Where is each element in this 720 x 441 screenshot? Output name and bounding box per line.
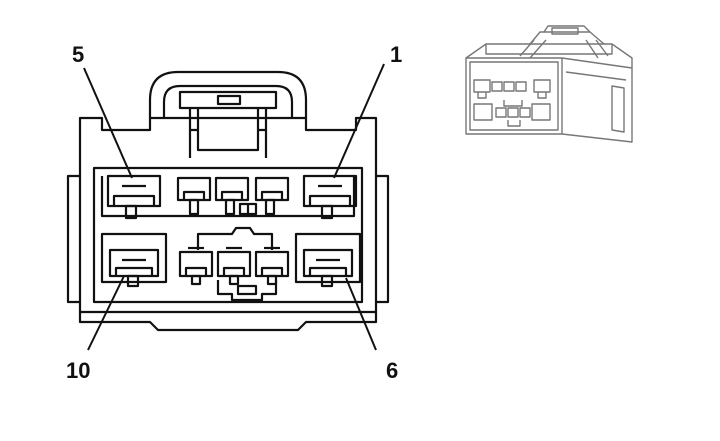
terminal-bottom-small-2 (216, 246, 252, 286)
inner-cavity-step (100, 176, 356, 218)
leader-line-pin-5 (83, 67, 133, 179)
terminal-pin-1 (302, 174, 358, 220)
terminal-pin-5 (106, 174, 162, 220)
connector-isometric-thumbnail (465, 25, 633, 143)
pin-labels: 5 1 10 6 (66, 42, 402, 383)
leader-line-pin-6 (345, 277, 377, 351)
connector-inner-cavity (92, 166, 364, 304)
locking-latch (148, 70, 308, 158)
pin-label-1: 1 (390, 42, 402, 67)
terminal-pin-10 (100, 232, 168, 288)
housing-bottom-lip (78, 312, 378, 332)
pin-label-6: 6 (386, 358, 398, 383)
terminal-bottom-small-1 (178, 246, 214, 286)
leader-line-pin-1 (333, 63, 385, 179)
pin-label-5: 5 (72, 42, 84, 67)
thumbnail-latch (519, 25, 609, 59)
terminal-top-small-3 (254, 176, 290, 216)
terminal-bottom-small-3 (254, 246, 290, 286)
thumbnail-side-face (561, 57, 633, 143)
center-keyway-slot (236, 284, 258, 296)
thumbnail-terminals (473, 79, 551, 127)
terminal-top-small-1 (176, 176, 212, 216)
center-keyway (196, 226, 274, 250)
housing-side-rail-right (376, 174, 390, 304)
leader-line-pin-10 (87, 275, 125, 351)
terminal-pin-6 (294, 232, 362, 288)
terminal-top-small-2 (214, 176, 258, 216)
pin-label-10: 10 (66, 358, 90, 383)
thumbnail-front-face (465, 57, 563, 135)
center-keyway-base (216, 280, 278, 302)
housing-side-rail-left (66, 174, 80, 304)
leader-lines (83, 63, 385, 351)
